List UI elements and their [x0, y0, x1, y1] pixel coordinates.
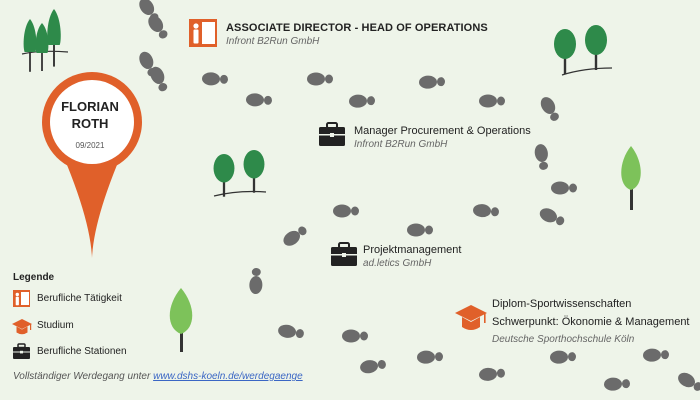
footprint-icon [551, 181, 577, 195]
footer-note: Vollständiger Werdegang unter www.dshs-k… [13, 371, 303, 382]
footprint-icon [479, 94, 505, 108]
footprint-icon [642, 348, 670, 362]
station-4-title-line1: Diplom-Sportwissenschaften [492, 298, 632, 310]
footprint-icon [249, 267, 263, 295]
pin-date: 09/2021 [75, 141, 105, 150]
footprint-icon [478, 366, 506, 382]
footprint-icon [201, 72, 229, 86]
station-3-org: ad.letics GmbH [363, 258, 432, 269]
station-2-org: Infront B2Run GmbH [354, 139, 448, 150]
tree-group-icon [554, 25, 613, 76]
footer-text: Vollständiger Werdegang unter [13, 371, 151, 382]
pin-name: FLORIAN ROTH [50, 98, 130, 132]
tree-group-icon [21, 8, 69, 72]
station-1-title: ASSOCIATE DIRECTOR - HEAD OF OPERATIONS [226, 22, 488, 34]
footprint-icon [342, 329, 368, 343]
footprint-icon [537, 205, 567, 229]
legend-title: Legende [13, 272, 55, 283]
tree-icon [621, 146, 641, 210]
footprint-icon [549, 350, 577, 364]
footprint-icon [418, 75, 446, 89]
footprint-icon [277, 323, 305, 341]
pin-first-name: FLORIAN [61, 99, 119, 114]
station-2-title: Manager Procurement & Operations [354, 125, 531, 137]
briefcase-icon [331, 242, 357, 266]
footprint-icon [675, 369, 700, 395]
briefcase-icon [319, 122, 345, 146]
footprint-icon [537, 94, 563, 124]
station-3-title: Projektmanagement [363, 244, 462, 256]
map-pin-icon [42, 72, 142, 258]
graduation-cap-icon [455, 305, 487, 330]
door-person-icon [189, 19, 217, 47]
graduation-cap-icon [12, 319, 32, 335]
legend-item-work: Berufliche Tätigkeit [37, 293, 122, 304]
station-4-org: Deutsche Sporthochschule Köln [492, 334, 635, 345]
footprint-icon [307, 72, 333, 86]
footprint-icon [333, 204, 359, 218]
tree-group-icon [213, 149, 267, 197]
briefcase-icon [13, 343, 30, 359]
footprint-icon [603, 377, 631, 391]
footprint-icon [245, 93, 273, 107]
pin-last-name: ROTH [71, 116, 109, 131]
footprint-icon [472, 203, 500, 219]
station-1-org: Infront B2Run GmbH [226, 36, 320, 47]
footprint-icon [416, 350, 444, 364]
legend-item-stations: Berufliche Stationen [37, 346, 127, 357]
tree-icon [169, 288, 193, 352]
footprint-icon [359, 357, 387, 375]
station-4-title-line2: Schwerpunkt: Ökonomie & Management [492, 316, 690, 328]
footprint-icon [280, 223, 310, 249]
footer-link[interactable]: www.dshs-koeln.de/werdegaenge [153, 371, 303, 382]
footprint-icon [533, 143, 551, 171]
footprint-icon [348, 94, 376, 108]
footprint-icon [407, 223, 433, 237]
legend-item-study: Studium [37, 320, 74, 331]
door-person-icon [13, 290, 30, 307]
